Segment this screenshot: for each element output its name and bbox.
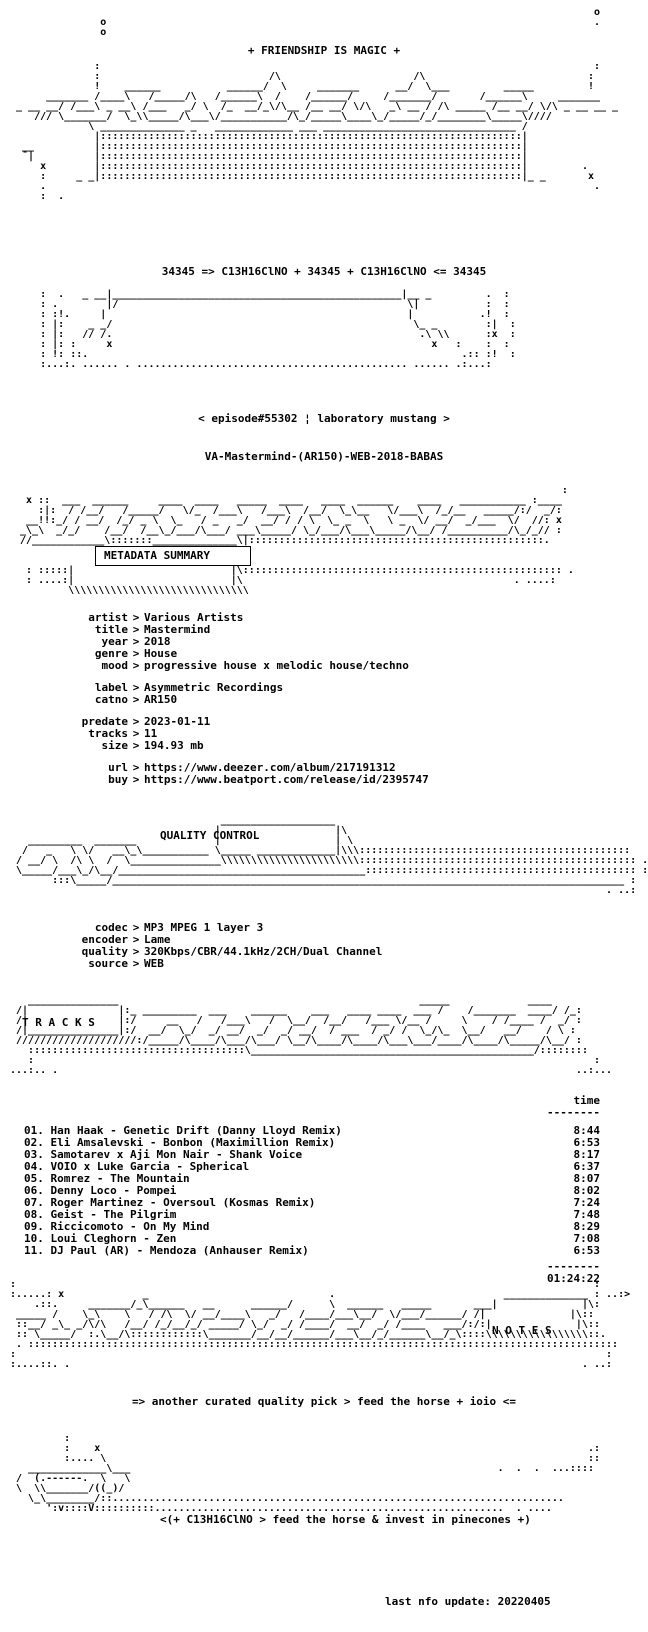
total-time: 01:24:22 [547, 1272, 600, 1285]
tracklist-header-rule: -------- [547, 1106, 600, 1119]
quality-row-codec: codec>MP3 MPEG 1 layer 3 [94, 921, 264, 934]
table-row: 03. Samotarev x Aji Mon Nair - Shank Voi… [24, 1148, 600, 1161]
logo-art-lines: : : : /\ /\ : ! [16, 61, 619, 202]
metadata-header-under: : :::::| |\:::::::::::::::::::::::::::::… [26, 565, 574, 596]
tracks-section-title: T R A C K S [22, 1016, 95, 1029]
quality-header-art: ___________________ | |\ _________ _____… [16, 815, 648, 896]
logo-art: o o . o [100, 7, 601, 38]
metadata-section-title: METADATA SUMMARY [95, 546, 251, 566]
meta-row-artist: artist>Various Artists [88, 611, 244, 624]
footer-slogan: <(+ C13H16ClNO > feed the horse & invest… [160, 1513, 531, 1526]
tracks-header-art: _______________ _____ ____ /| |:_ ______… [10, 995, 613, 1076]
tracklist: time -------- 01. Han Haak - Genetic Dri… [24, 1095, 600, 1285]
notes-text: => another curated quality pick > feed t… [131, 1395, 517, 1408]
banner-text: + FRIENDSHIP IS MAGIC + [247, 44, 401, 57]
meta-row-mood: mood>progressive house x melodic house/t… [101, 659, 409, 672]
table-row: 01. Han Haak - Genetic Drift (Danny Lloy… [24, 1124, 600, 1137]
quality-list: codec>MP3 MPEG 1 layer 3 encoder>Lame qu… [0, 922, 648, 970]
meta-row-title: title>Mastermind [94, 623, 211, 636]
metadata-header-art: : x :: ___ ______ ____ ____ _____ ____ _… [20, 485, 568, 546]
deezer-link[interactable]: https://www.deezer.com/album/217191312 [144, 761, 396, 774]
meta-row-tracks: tracks>11 [88, 727, 158, 740]
logo-art-base: : . _ __|_______________________________… [40, 289, 516, 370]
beatport-link[interactable]: https://www.beatport.com/release/id/2395… [144, 773, 429, 786]
meta-row-buy: buy>https://www.beatport.com/release/id/… [108, 773, 429, 786]
quality-section-title: QUALITY CONTROL [160, 829, 260, 842]
metadata-list: artist>Various Artists title>Mastermind … [0, 612, 648, 786]
tracklist-footer-rule: -------- [547, 1260, 600, 1273]
table-row: 07. Roger Martinez - Oversoul (Kosmas Re… [24, 1196, 600, 1209]
quality-row-encoder: encoder>Lame [81, 933, 171, 946]
meta-row-catno: catno>AR150 [94, 693, 178, 706]
meta-row-genre: genre>House [94, 647, 178, 660]
quality-row-quality: quality>320Kbps/CBR/44.1kHz/2CH/Dual Cha… [81, 945, 383, 958]
notes-section-title: N O T E S [492, 1324, 552, 1337]
last-update: last nfo update: 20220405 [385, 1595, 551, 1608]
table-row: 11. DJ Paul (AR) - Mendoza (Anhauser Rem… [24, 1244, 600, 1257]
tracklist-header: time [24, 1094, 601, 1107]
quality-row-source: source>WEB [88, 957, 164, 970]
meta-row-size: size>194.93 mb [101, 739, 204, 752]
meta-row-year: year>2018 [101, 635, 171, 648]
meta-row-url: url>https://www.deezer.com/album/2171913… [108, 761, 396, 774]
table-row: 02. Eli Amsalevski - Bonbon (Maximillion… [24, 1136, 600, 1149]
footer-art: : : x .: :.... \ :: [16, 1433, 601, 1514]
formula-line: 34345 => C13H16ClNO + 34345 + C13H16ClNO… [161, 265, 487, 278]
meta-row-predate: predate>2023-01-11 [81, 715, 211, 728]
meta-row-label: label>Asymmetric Recordings [94, 681, 284, 694]
release-name: VA-Mastermind-(AR150)-WEB-2018-BABAS [204, 450, 444, 463]
notes-header-art: : : :.....: x _ . ______________ : .. [10, 1279, 631, 1370]
episode-line: < episode#55302 ¦ laboratory mustang > [198, 412, 450, 425]
time-column-header: time [573, 1094, 601, 1107]
